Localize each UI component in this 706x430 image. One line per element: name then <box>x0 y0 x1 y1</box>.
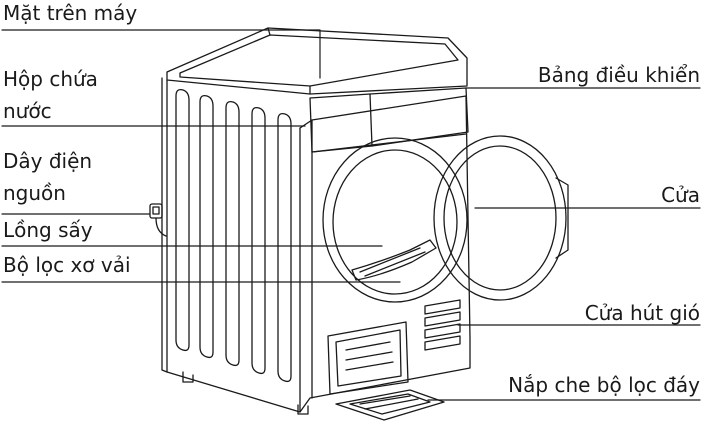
water-tank <box>309 93 373 153</box>
air-vent <box>424 299 461 351</box>
leader-lines <box>1 29 701 401</box>
lint-filter-shape <box>351 239 437 281</box>
drum-opening-outer <box>322 137 468 303</box>
label-drum: Lồng sấy <box>3 218 93 242</box>
dryer-body <box>161 27 471 421</box>
label-lint-filter: Bộ lọc xơ vải <box>3 253 131 277</box>
label-top-panel: Mặt trên máy <box>3 1 138 25</box>
power-cord-shape <box>149 203 167 237</box>
label-water-tank-2: nước <box>3 99 52 123</box>
label-door: Cửa <box>661 183 700 207</box>
label-air-vent: Cửa hút gió <box>584 301 700 325</box>
label-bottom-filter-cover: Nắp che bộ lọc đáy <box>508 373 700 397</box>
label-power-cord-2: nguồn <box>3 181 66 205</box>
side-panel <box>166 79 301 413</box>
drum-opening-inner <box>332 149 458 295</box>
bottom-filter-cover <box>335 389 445 421</box>
control-panel <box>369 87 469 147</box>
bottom-filter-compartment <box>327 321 409 395</box>
label-water-tank-1: Hộp chứa <box>3 67 98 91</box>
top-lid-inner <box>179 34 459 87</box>
side-ribs <box>175 88 292 383</box>
foot-left <box>182 371 194 383</box>
foot-right <box>297 404 309 415</box>
door-shape <box>433 135 569 301</box>
label-power-cord-1: Dây điện <box>3 149 93 173</box>
label-control-panel: Bảng điều khiển <box>537 63 700 87</box>
